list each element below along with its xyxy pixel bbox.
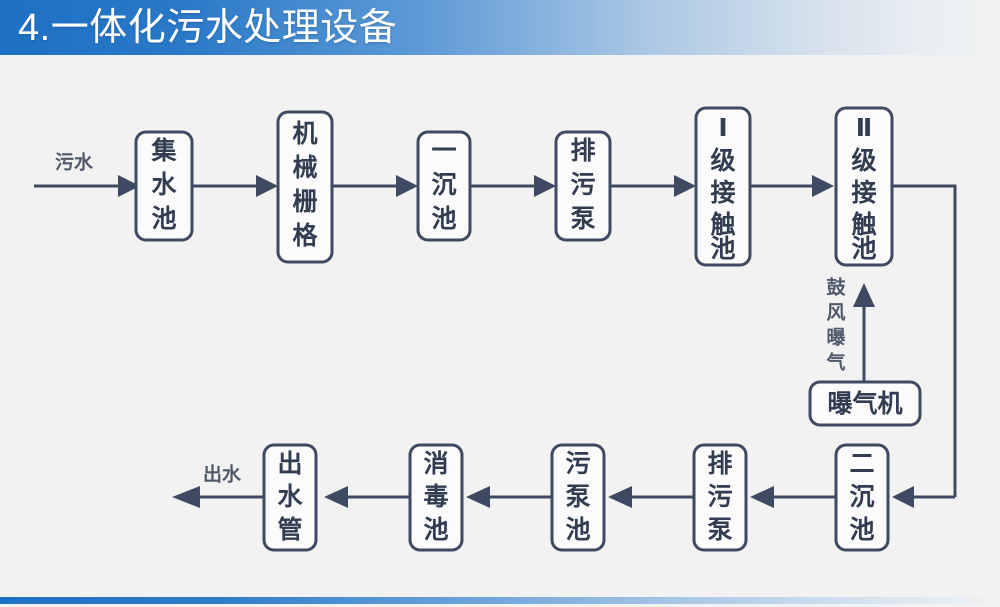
node-jishuichi-char-0: 集 [150,136,177,165]
node-jiechu2-char-3: 触 [851,210,876,239]
edge-wubengchi-to-xiaoduchi [466,486,552,508]
edge-jixieshange-to-yichenchi [332,175,418,197]
node-wubengchi-char-1: 泵 [565,482,590,511]
edge-label-inlet: 污水 [55,152,94,174]
node-jiechu1-char-2: 接 [710,178,735,207]
node-yichenchi[interactable]: 一 沉 池 [416,130,472,242]
node-erchenchi[interactable]: 二 沉 池 [834,443,890,552]
node-puqiji-label: 曝气机 [827,389,902,418]
node-jixieshange[interactable]: 机 械 栅 格 [276,110,334,264]
edge-jishuichi-to-jixieshange [192,175,278,197]
node-yichenchi-char-1: 沉 [431,170,456,199]
node-jiechu1-char-0: Ⅰ [718,113,727,142]
node-jiechu1[interactable]: Ⅰ 级 接 触 池 [694,106,752,267]
edge-xiaoduchi-to-chushuiguan [324,486,410,508]
node-yichenchi-char-0: 一 [431,136,456,165]
node-xiaoduchi-char-2: 池 [423,515,448,544]
edge-jiechu1-to-jiechu2 [750,175,834,197]
node-paiwubeng2-char-2: 泵 [707,515,732,544]
title-bar: 4.一体化污水处理设备 [0,0,1000,55]
node-jishuichi-char-1: 水 [151,170,177,199]
node-jiechu1-char-4: 池 [710,234,735,263]
node-erchenchi-char-2: 池 [849,515,874,544]
node-yichenchi-char-2: 池 [431,204,456,233]
node-paiwubeng2-char-1: 污 [707,482,732,511]
node-jixieshange-char-1: 械 [292,153,317,182]
edge-puqiji-to-jiechu2-aeration [853,283,875,382]
node-puqiji[interactable]: 曝气机 [808,380,922,427]
node-jishuichi[interactable]: 集 水 池 [134,130,194,242]
node-jiechu1-char-1: 级 [710,146,735,175]
edge-jiechu2-to-erchenchi [892,184,957,508]
node-jixieshange-char-3: 格 [292,221,318,250]
node-xiaoduchi[interactable]: 消 毒 池 [408,443,464,552]
node-wubengchi-char-0: 污 [565,449,590,478]
node-xiaoduchi-char-0: 消 [423,449,448,478]
node-paiwubeng-char-0: 排 [570,136,595,165]
node-jiechu2-char-4: 池 [851,234,876,263]
node-wubengchi[interactable]: 污 泵 池 [550,443,606,552]
edge-label-aeration-char-3: 气 [825,351,845,374]
edge-yichenchi-to-paiwubeng [470,175,556,197]
node-jiechu1-char-3: 触 [710,210,735,239]
node-erchenchi-char-1: 沉 [849,482,874,511]
edge-label-aeration-char-1: 风 [826,302,845,324]
page-title: 4.一体化污水处理设备 [18,7,398,49]
node-chushuiguan-char-1: 水 [277,482,303,511]
node-jiechu2-char-0: Ⅱ [856,113,872,142]
edge-label-outlet: 出水 [203,463,242,486]
node-chushuiguan[interactable]: 出 水 管 [262,443,318,552]
node-jiechu2[interactable]: Ⅱ 级 接 触 池 [834,106,894,267]
edge-label-aeration-char-0: 鼓 [826,276,846,299]
edge-label-aeration-char-2: 曝 [826,327,845,349]
node-jiechu2-char-1: 级 [851,146,876,175]
edge-inlet-to-jishuichi [34,175,140,197]
edge-paiwubeng-to-jiechu1 [610,175,696,197]
node-xiaoduchi-char-1: 毒 [423,482,448,511]
node-paiwubeng-char-2: 泵 [570,204,595,233]
node-jiechu2-char-2: 接 [851,178,876,207]
footer-accent-bar [0,597,1000,604]
node-chushuiguan-char-2: 管 [277,515,302,544]
process-flow-diagram: 集 水 池 机 械 栅 格 一 沉 池 排 污 泵 [0,55,1000,597]
node-wubengchi-char-2: 池 [565,515,590,544]
node-jixieshange-char-2: 栅 [292,187,317,216]
node-chushuiguan-char-0: 出 [277,449,302,478]
edge-erchenchi-to-paiwubeng2 [750,486,836,508]
node-paiwubeng[interactable]: 排 污 泵 [554,130,612,242]
edge-paiwubeng2-to-wubengchi [608,486,694,508]
node-jixieshange-char-0: 机 [292,119,317,148]
node-paiwubeng-char-1: 污 [570,170,595,199]
edge-label-aeration: 鼓 风 曝 气 [825,276,846,374]
node-paiwubeng2[interactable]: 排 污 泵 [692,443,748,552]
node-jishuichi-char-2: 池 [151,204,176,233]
node-erchenchi-char-0: 二 [849,449,874,478]
edge-chushuiguan-to-outlet [172,486,264,508]
node-paiwubeng2-char-0: 排 [707,449,732,478]
